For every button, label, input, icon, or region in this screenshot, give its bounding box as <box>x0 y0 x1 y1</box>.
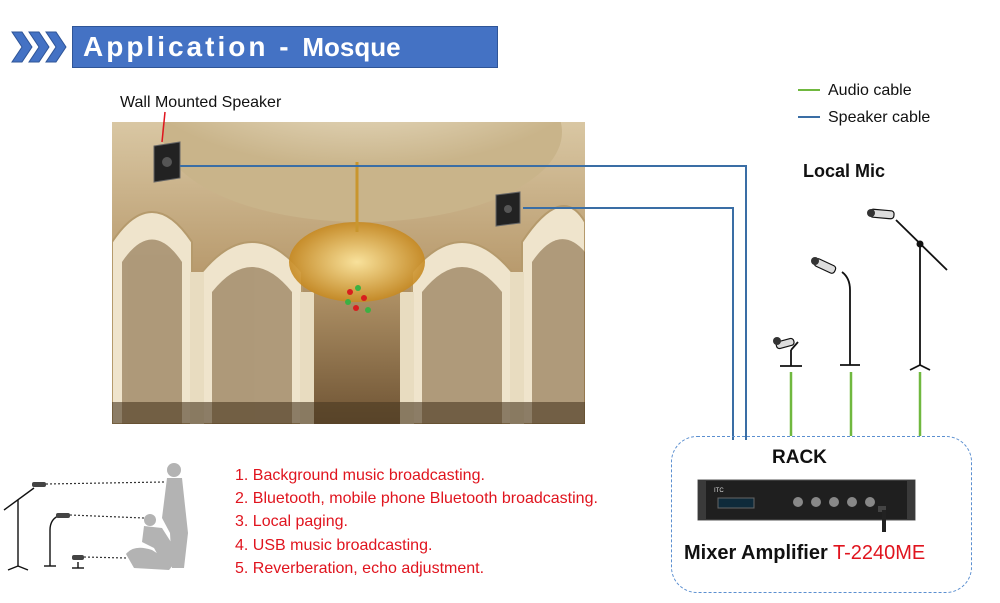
amplifier-name: Mixer Amplifier <box>684 542 828 564</box>
amplifier-label: Mixer Amplifier T-2240ME <box>684 542 925 565</box>
feature-item: 3. Local paging. <box>235 513 348 531</box>
rack-cable-stub <box>882 510 886 532</box>
title-main: Application - <box>83 31 303 62</box>
wall-speaker-label: Wall Mounted Speaker <box>120 94 282 111</box>
page-title: Application - Mosque <box>83 31 401 63</box>
header-chevron-icon <box>11 31 67 63</box>
mosque-interior-photo <box>112 122 585 424</box>
amplifier-model: T-2240ME <box>832 542 926 564</box>
prayer-illustration <box>3 463 188 571</box>
feature-item: 2. Bluetooth, mobile phone Bluetooth bro… <box>235 490 598 508</box>
boom-joint-icon <box>916 240 924 248</box>
legend-label-speaker: Speaker cable <box>828 109 931 126</box>
rack-label: RACK <box>772 447 827 468</box>
feature-list: 1. Background music broadcasting. 2. Blu… <box>235 464 598 580</box>
device-brand: ITC <box>714 488 724 494</box>
legend-label-audio: Audio cable <box>828 82 912 99</box>
feature-item: 1. Background music broadcasting. <box>235 467 485 484</box>
feature-item: 4. USB music broadcasting. <box>235 536 433 554</box>
title-sub: Mosque <box>302 32 401 62</box>
legend-swatch-speaker <box>798 116 820 118</box>
audio-cables <box>789 372 922 436</box>
wall-speaker-icon-right <box>495 191 521 227</box>
speaker-cables <box>180 165 747 440</box>
rack-box <box>671 436 972 593</box>
feature-item: 5. Reverberation, echo adjustment. <box>235 559 485 577</box>
local-mic-stands <box>773 208 948 371</box>
mixer-amplifier-device: ITC <box>697 479 916 521</box>
legend: Audio cable Speaker cable <box>798 80 998 132</box>
local-mic-label: Local Mic <box>803 161 886 181</box>
wall-speaker-icon-left <box>153 141 181 183</box>
dotted-lines <box>45 481 165 559</box>
legend-swatch-audio <box>798 89 820 91</box>
header-bar: Application - Mosque <box>72 26 498 68</box>
speaker-pointer-line <box>161 111 166 143</box>
worshipper-figures <box>126 463 188 570</box>
